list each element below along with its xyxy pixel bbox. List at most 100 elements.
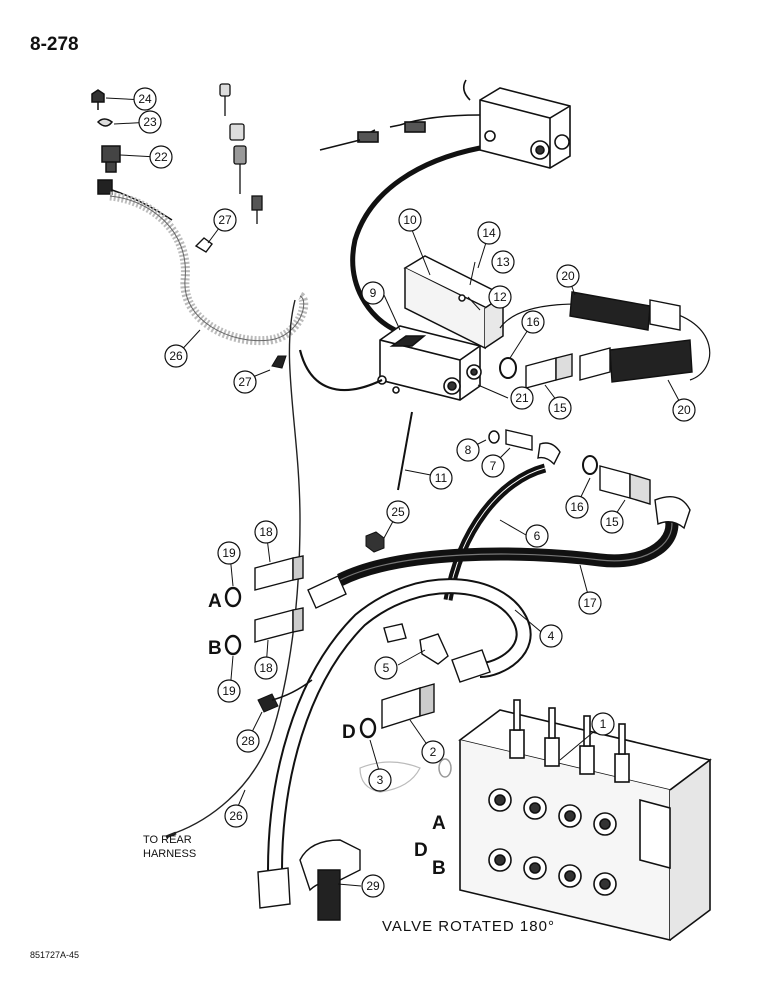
svg-text:16: 16 [526, 315, 540, 329]
svg-text:2: 2 [430, 745, 437, 759]
figure-code: 851727A-45 [30, 950, 80, 960]
fitting-7 [505, 429, 533, 451]
callout-29: 29 [361, 874, 385, 898]
svg-text:18: 18 [259, 661, 273, 675]
switch-parts-group [91, 89, 173, 221]
callout-28: 28 [236, 729, 260, 753]
page-number: 8-278 [30, 34, 79, 55]
callout-24: 24 [133, 87, 157, 111]
svg-text:19: 19 [222, 546, 236, 560]
callout-19-lower: 19 [217, 679, 241, 703]
callout-2: 2 [421, 740, 445, 764]
port-label-b-left: B [208, 638, 222, 659]
svg-text:14: 14 [482, 226, 496, 240]
callout-13: 13 [491, 250, 515, 274]
callout-27-upper: 27 [213, 208, 237, 232]
callout-6: 6 [525, 524, 549, 548]
svg-text:18: 18 [259, 525, 273, 539]
callout-10: 10 [398, 208, 422, 232]
port-label-d-left: D [342, 722, 356, 743]
bracket-10 [403, 255, 507, 350]
o-ring-16-lower [582, 455, 598, 475]
callout-21: 21 [510, 386, 534, 410]
o-ring-ghost [438, 758, 452, 778]
rear-harness-note-line-2: HARNESS [143, 848, 197, 860]
callout-12: 12 [488, 285, 512, 309]
callout-7: 7 [481, 454, 505, 478]
callout-3: 3 [368, 768, 392, 792]
port-label-b-right: B [432, 858, 446, 879]
svg-text:24: 24 [138, 92, 152, 106]
svg-text:7: 7 [490, 459, 497, 473]
o-ring-19-upper [224, 586, 242, 608]
svg-text:9: 9 [370, 286, 377, 300]
rod-11 [397, 411, 413, 491]
svg-text:15: 15 [553, 401, 567, 415]
block-wire [298, 349, 383, 392]
elbow-29 [299, 839, 361, 921]
fitting-18-lower [254, 607, 304, 643]
connector-28 [257, 693, 279, 713]
callout-4: 4 [539, 624, 563, 648]
svg-text:4: 4 [548, 629, 555, 643]
rear-harness-note-line-1: TO REAR [143, 834, 192, 846]
upper-valve-block [319, 79, 571, 169]
svg-text:22: 22 [154, 150, 168, 164]
clip-27-upper [194, 237, 213, 253]
callout-15-upper: 15 [548, 396, 572, 420]
callout-5: 5 [374, 656, 398, 680]
port-label-a-right: A [432, 813, 446, 834]
fitting-elbow [537, 442, 561, 466]
hose-20-lower [579, 339, 693, 383]
svg-text:10: 10 [403, 213, 417, 227]
svg-text:16: 16 [570, 500, 584, 514]
svg-text:26: 26 [229, 809, 243, 823]
bulb-part-23 [96, 118, 114, 127]
callout-18-lower: 18 [254, 656, 278, 680]
callout-11: 11 [429, 466, 453, 490]
port-label-d-right: D [414, 840, 428, 861]
svg-text:8: 8 [465, 443, 472, 457]
svg-text:3: 3 [377, 773, 384, 787]
callout-15-lower: 15 [600, 510, 624, 534]
ghost-fitting [359, 761, 421, 793]
svg-text:17: 17 [583, 596, 597, 610]
callout-23: 23 [138, 110, 162, 134]
callout-27-lower: 27 [233, 370, 257, 394]
hose-bottom-end [257, 867, 291, 909]
svg-text:11: 11 [435, 471, 448, 485]
port-label-a-left: A [208, 591, 222, 612]
svg-text:6: 6 [534, 529, 541, 543]
o-ring-19-lower [224, 634, 242, 656]
callout-16-lower: 16 [565, 495, 589, 519]
svg-text:20: 20 [677, 403, 691, 417]
svg-text:27: 27 [218, 213, 232, 227]
plug-25 [365, 531, 385, 553]
callout-22: 22 [149, 145, 173, 169]
svg-text:1: 1 [600, 717, 607, 731]
callout-20-upper: 20 [556, 264, 580, 288]
callout-16-upper: 16 [521, 310, 545, 334]
callout-1: 1 [591, 712, 615, 736]
svg-text:26: 26 [169, 349, 183, 363]
o-ring-8 [488, 430, 500, 444]
callouts: 1 2 3 4 5 6 7 8 9 10 11 12 13 14 15 15 1… [133, 87, 696, 898]
callout-26-upper: 26 [164, 344, 188, 368]
callout-25: 25 [386, 500, 410, 524]
callout-8: 8 [456, 438, 480, 462]
callout-17: 17 [578, 591, 602, 615]
svg-text:25: 25 [391, 505, 405, 519]
o-ring-16-upper [499, 357, 517, 379]
svg-text:13: 13 [496, 255, 510, 269]
screw-part-24 [91, 89, 105, 110]
hose-end-hardware [219, 83, 263, 224]
valve-rotated-caption: VALVE ROTATED 180° [382, 918, 555, 935]
hose-17-elbow [654, 496, 691, 530]
svg-text:29: 29 [366, 879, 380, 893]
svg-text:21: 21 [515, 391, 529, 405]
svg-text:15: 15 [605, 515, 619, 529]
callout-20-lower: 20 [672, 398, 696, 422]
rear-harness-note: TO REAR HARNESS [143, 833, 196, 861]
hose-17-end [307, 575, 347, 609]
